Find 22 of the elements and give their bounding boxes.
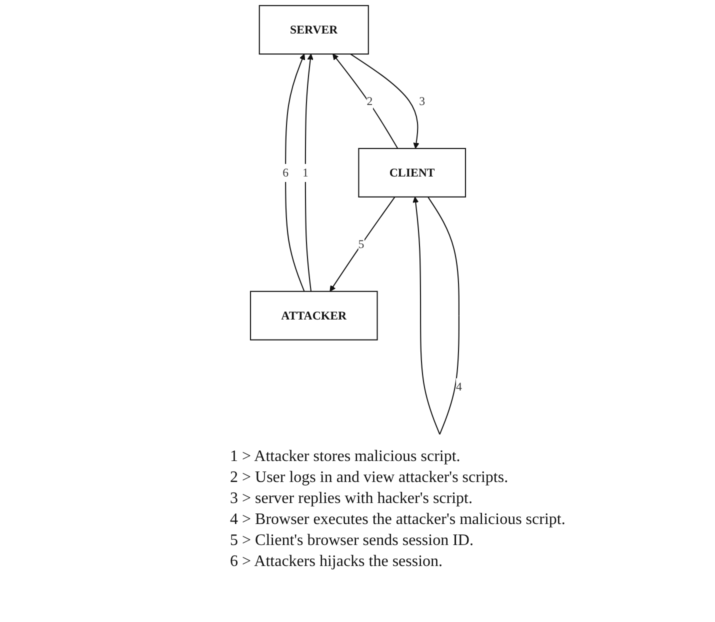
edge-label: 1 bbox=[302, 166, 308, 180]
arrow bbox=[332, 54, 398, 149]
node-box bbox=[258, 5, 368, 55]
edge-label: 2 bbox=[366, 94, 372, 108]
edge-label: 3 bbox=[418, 94, 424, 108]
legend-note: 3 > server replies with hacker's script. bbox=[230, 489, 474, 509]
legend-note: 6 > Attackers hijacks the session. bbox=[230, 552, 444, 572]
arrow bbox=[284, 54, 305, 292]
edge-label: 6 bbox=[282, 166, 288, 180]
node-box bbox=[358, 148, 466, 198]
legend-note: 5 > Client's browser sends session ID. bbox=[230, 531, 474, 551]
legend-note: 2 > User logs in and view attacker's scripts. bbox=[230, 468, 510, 488]
arrow bbox=[412, 196, 459, 435]
legend-note: 4 > Browser executes the attacker's malicious script. bbox=[230, 510, 566, 530]
legend-note: 1 > Attacker stores malicious script. bbox=[230, 447, 462, 467]
edge-label: 4 bbox=[455, 380, 462, 394]
flow-diagram: 1 2 3 4 5 6 SERVER CLIENT ATTACKER bbox=[8, 0, 708, 440]
edge-label: 5 bbox=[358, 237, 364, 251]
arrow bbox=[350, 54, 419, 149]
arrow bbox=[329, 196, 395, 292]
node-box bbox=[249, 290, 378, 340]
arrow bbox=[304, 54, 313, 292]
